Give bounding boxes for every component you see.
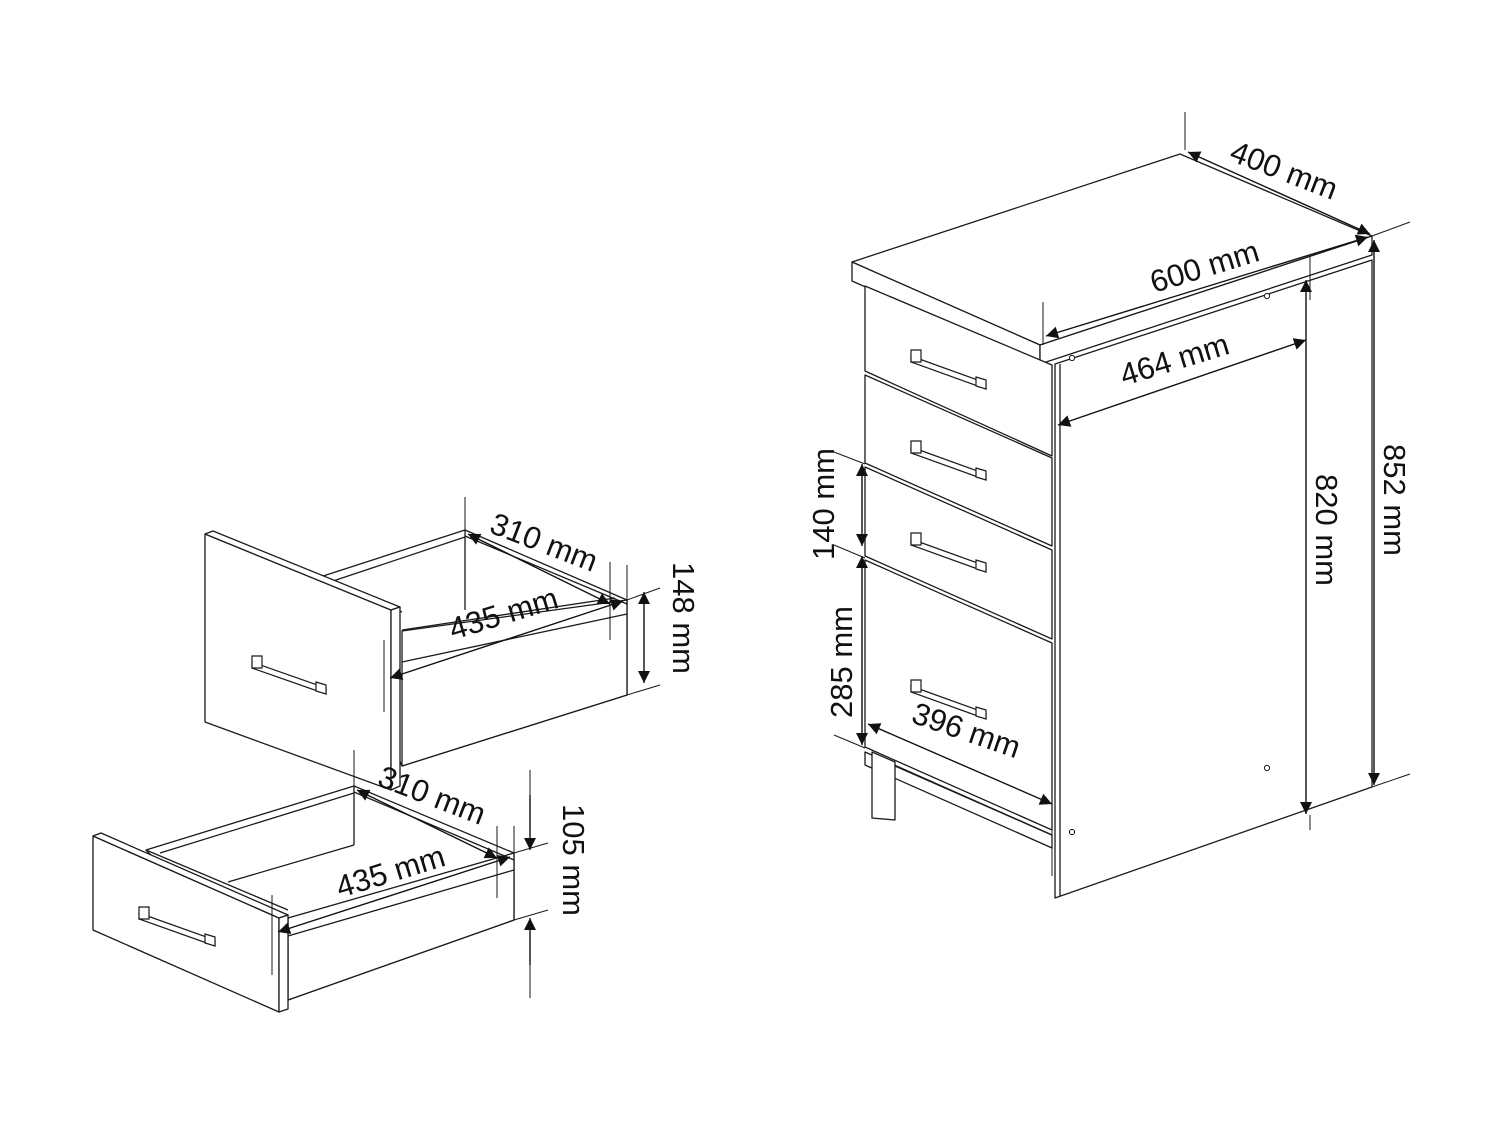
handle-drawer-1 [910,349,987,390]
handle-top-drawer [251,655,327,695]
label-small-drawer-height: 140 mm [806,448,841,560]
bottom-drawer-rim [159,792,355,854]
bottom-drawer-rim [145,849,289,911]
dimension-drawer-front-width [867,723,1053,805]
drawer-front-1 [864,285,1053,457]
label-total-height: 852 mm [1377,444,1412,556]
cabinet [851,153,1373,899]
top-drawer [204,529,628,791]
label-large-drawer-height: 285 mm [824,606,859,718]
dimension-inner-depth [1057,338,1307,427]
handle-drawer-2 [910,440,987,481]
drawer-front-2 [864,374,1053,547]
top-drawer-rim [329,536,466,583]
screw-hole [1068,354,1076,362]
dimension-bottom-drawer-width [356,789,498,859]
front-leg [871,751,896,821]
dimension-bottom-drawer-length [277,854,511,935]
dimension-width [1045,234,1369,339]
label-body-height: 820 mm [1309,474,1344,586]
label-top-drawer-height: 148 mm [666,562,701,674]
handle-drawer-3 [910,532,987,573]
screw-hole [1263,292,1271,300]
cabinet-dimension-lines [856,151,1380,814]
handle-bottom-drawer [138,906,216,947]
label-bottom-drawer-height: 105 mm [556,804,591,916]
dimension-depth [1187,151,1371,235]
top-drawer-dimension-lines [383,497,661,712]
screw-hole [1263,764,1271,772]
screw-hole [1068,828,1076,836]
bottom-drawer-dimension-lines [271,750,549,998]
dimension-top-drawer-length [389,599,624,680]
dimension-top-drawer-width [467,533,611,605]
handle-drawer-4 [910,679,987,720]
